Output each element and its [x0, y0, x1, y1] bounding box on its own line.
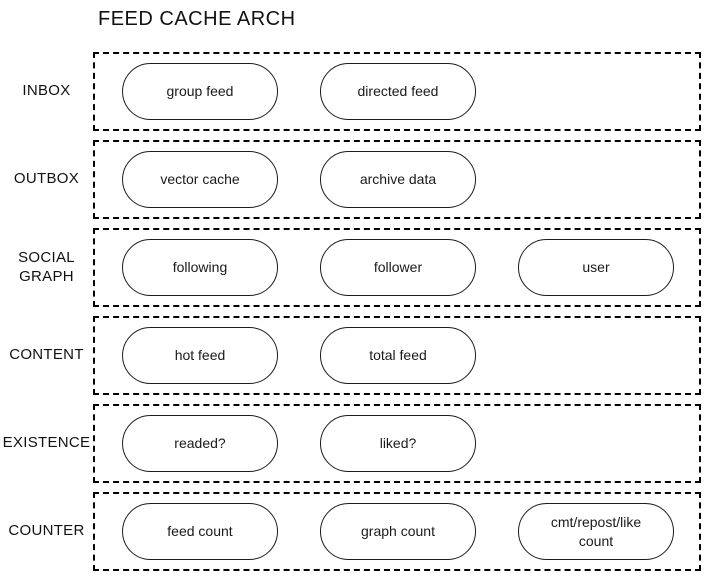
diagram-row-social-graph: SOCIAL GRAPH following follower user: [0, 228, 701, 307]
diagram-row-existence: EXISTENCE readed? liked?: [0, 404, 701, 483]
pill-node: hot feed: [122, 327, 278, 384]
page-title: FEED CACHE ARCH: [98, 8, 296, 30]
diagram-row-counter: COUNTER feed count graph count cmt/repost/l…: [0, 492, 701, 571]
diagram-row-content: CONTENT hot feed total feed: [0, 316, 701, 395]
pill-node: archive data: [320, 151, 476, 208]
row-dashed-container: hot feed total feed: [93, 316, 701, 395]
pill-node: total feed: [320, 327, 476, 384]
row-label: COUNTER: [8, 522, 85, 540]
pill-node: readed?: [122, 415, 278, 472]
row-label: OUTBOX: [13, 170, 80, 188]
row-label: SOCIAL GRAPH: [18, 248, 75, 285]
row-label: CONTENT: [9, 346, 84, 364]
pill-node: following: [122, 239, 278, 296]
pill-node: follower: [320, 239, 476, 296]
row-dashed-container: following follower user: [93, 228, 701, 307]
row-label: INBOX: [22, 82, 71, 100]
row-dashed-container: vector cache archive data: [93, 140, 701, 219]
pill-node: graph count: [320, 503, 476, 560]
row-dashed-container: readed? liked?: [93, 404, 701, 483]
pill-node: liked?: [320, 415, 476, 472]
pill-node: directed feed: [320, 63, 476, 120]
pill-node: group feed: [122, 63, 278, 120]
row-dashed-container: group feed directed feed: [93, 52, 701, 131]
row-dashed-container: feed count graph count cmt/repost/like cou…: [93, 492, 701, 571]
pill-node: user: [518, 239, 674, 296]
diagram-row-outbox: OUTBOX vector cache archive data: [0, 140, 701, 219]
row-label: EXISTENCE: [2, 434, 91, 452]
pill-node: feed count: [122, 503, 278, 560]
pill-node: vector cache: [122, 151, 278, 208]
pill-node: cmt/repost/like count: [518, 503, 674, 560]
diagram-row-inbox: INBOX group feed directed feed: [0, 52, 701, 131]
